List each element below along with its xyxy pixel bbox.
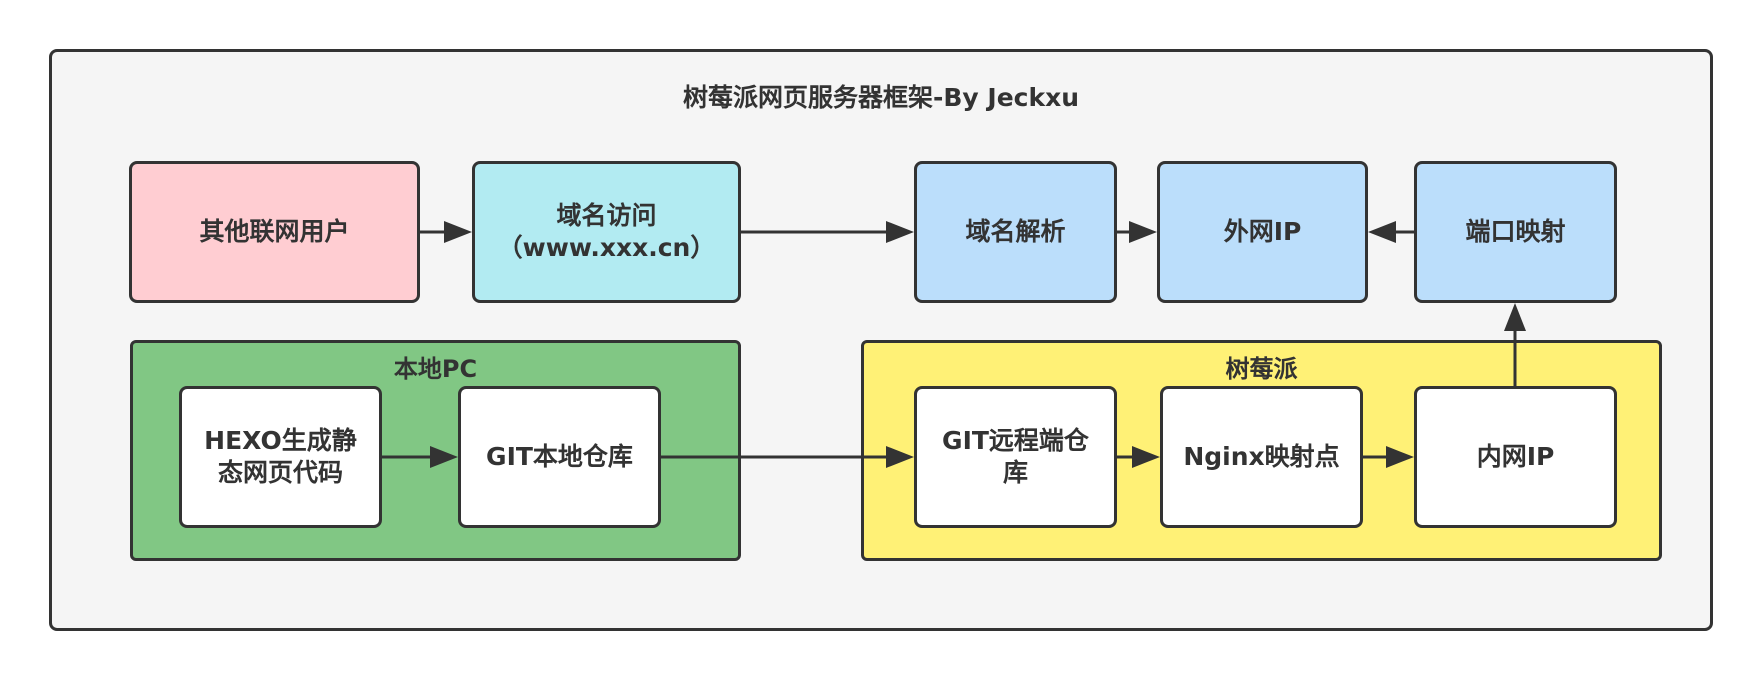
group-local-pc-label: 本地PC — [393, 355, 478, 383]
node-git-remote-line1: GIT远程端仓 — [942, 425, 1089, 455]
node-other-users: 其他联网用户 — [129, 161, 420, 303]
node-public-ip-label: 外网IP — [1223, 216, 1302, 246]
node-git-remote: GIT远程端仓 库 — [914, 386, 1117, 528]
node-other-users-label: 其他联网用户 — [199, 216, 350, 246]
node-nginx-label: Nginx映射点 — [1183, 441, 1340, 471]
node-dns: 域名解析 — [914, 161, 1117, 303]
node-domain-access-line1: 域名访问 — [556, 200, 657, 230]
node-port-map: 端口映射 — [1414, 161, 1617, 303]
node-git-remote-line2: 库 — [1002, 458, 1028, 487]
node-domain-access-line2: （www.xxx.cn） — [497, 233, 716, 262]
node-domain-access: 域名访问 （www.xxx.cn） — [472, 161, 741, 303]
node-nginx: Nginx映射点 — [1160, 386, 1363, 528]
diagram-title: 树莓派网页服务器框架-By Jeckxu — [682, 83, 1080, 112]
node-lan-ip: 内网IP — [1414, 386, 1617, 528]
node-lan-ip-label: 内网IP — [1476, 441, 1555, 471]
node-hexo: HEXO生成静 态网页代码 — [179, 386, 382, 528]
node-dns-label: 域名解析 — [965, 216, 1066, 246]
node-port-map-label: 端口映射 — [1465, 216, 1566, 246]
node-git-local: GIT本地仓库 — [458, 386, 661, 528]
node-hexo-line1: HEXO生成静 — [204, 425, 357, 455]
node-git-local-label: GIT本地仓库 — [486, 441, 633, 471]
group-raspberry-label: 树莓派 — [1225, 355, 1298, 383]
node-hexo-line2: 态网页代码 — [217, 458, 343, 487]
node-public-ip: 外网IP — [1157, 161, 1368, 303]
